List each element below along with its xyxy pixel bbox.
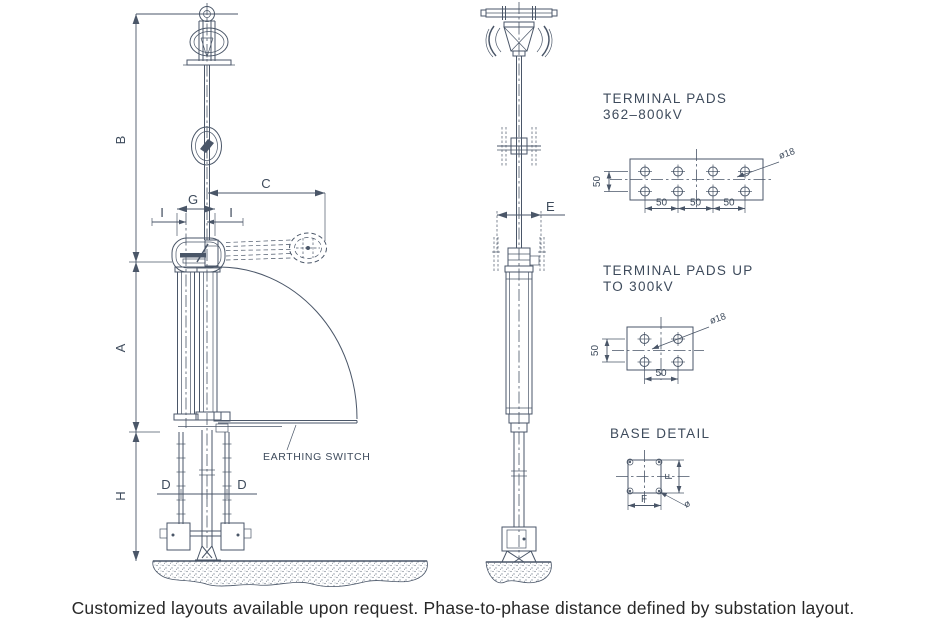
catch-horn-left [488,25,497,57]
pads-lv-hole-label: ø18 [708,311,727,327]
pads-lv-title-line2: TO 300kV [603,279,674,294]
support-pedestal [176,430,232,561]
side-dimension-e: E [496,199,565,252]
base-detail-holes [626,458,663,495]
corona-ring-middle [191,126,222,166]
ground-hatch-front [152,560,428,588]
corona-ring-arm-end [289,232,327,264]
catch-horn-right [541,25,550,57]
pads-lv-dim-side: 50 [590,345,601,357]
side-elevation-view: E [480,2,565,584]
pads-hv-hole-leader [736,161,780,178]
mechanism-boxes [159,522,252,551]
dim-label-d-left: D [161,477,170,492]
base-detail: BASE DETAIL F F ø [610,426,710,511]
front-elevation-view: B A H C G I I D D EARTHING SWITCH [113,3,428,588]
open-arm-phantom [225,232,327,264]
pads-hv-dim-b1: 50 [656,198,668,209]
pads-lv-title-line1: TERMINAL PADS UP [603,263,754,278]
base-hole-label: ø [682,498,693,511]
dim-label-c: C [261,176,270,191]
front-dimensions: B A H C G I I D D EARTHING SWITCH [113,14,370,561]
dim-label-e: E [546,199,555,214]
pads-hv-dim-side: 50 [592,176,603,188]
base-hole-leader [659,491,689,508]
top-catch-assembly [136,6,238,66]
terminal-pads-hv-detail: TERMINAL PADS 362–800kV ø18 50 50 50 50 [592,91,796,213]
dim-label-b: B [113,136,128,145]
earthing-switch-blade [178,266,358,433]
pads-lv-hole-leader [651,326,710,350]
base-detail-title: BASE DETAIL [610,426,710,441]
pads-lv-holes [637,332,685,369]
caption: Customized layouts available upon reques… [72,598,855,618]
insulator-column-rotating [195,266,222,421]
side-top-terminal [480,6,558,58]
dim-label-d-right: D [237,477,246,492]
dim-label-a: A [113,343,128,352]
pads-hv-title-line1: TERMINAL PADS [603,91,727,106]
dim-label-h: H [113,491,128,500]
base-dim-height: F [664,473,675,479]
dim-label-i-right: I [229,205,233,220]
pads-lv-dim-b1: 50 [655,368,667,379]
earthing-switch-label: EARTHING SWITCH [263,451,370,463]
pads-hv-title-line2: 362–800kV [603,107,683,122]
side-post-insulator [505,271,533,433]
terminal-pads-lv-detail: TERMINAL PADS UP TO 300kV ø18 50 50 [590,263,754,384]
corona-ring-top [189,27,229,57]
dim-label-g: G [188,192,198,207]
ground-hatch-side [485,561,552,584]
pads-hv-dim-b2: 50 [690,198,702,209]
dim-label-i-left: I [160,205,164,220]
base-dim-width: F [641,494,647,505]
insulator-column-left [173,266,199,421]
side-rotating-head [492,237,546,273]
pads-hv-holes [638,164,752,199]
pads-hv-hole-label: ø18 [777,146,796,162]
pads-hv-dim-b3: 50 [723,198,735,209]
